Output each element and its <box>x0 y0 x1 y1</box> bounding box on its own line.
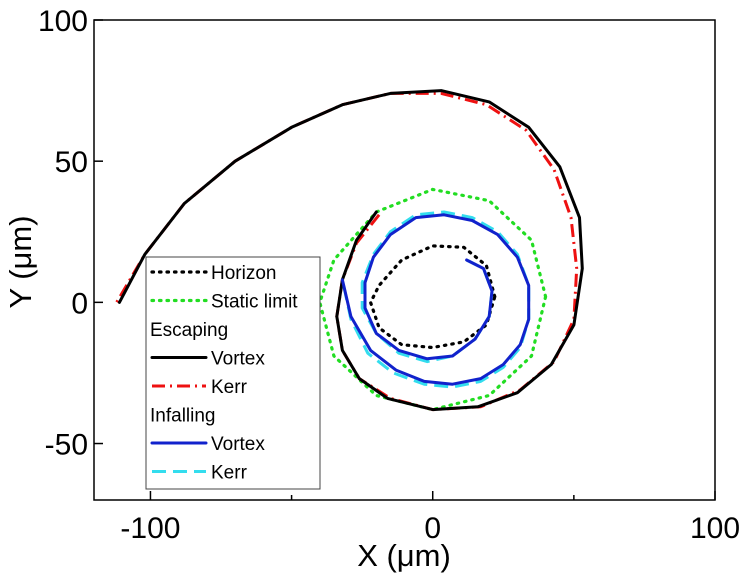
legend-box <box>145 256 321 490</box>
legend-heading: Escaping <box>150 320 228 341</box>
legend-label: Vortex <box>211 349 265 370</box>
legend-label: Kerr <box>211 377 248 398</box>
series-layer <box>115 89 584 412</box>
y-axis-label: Y (μm) <box>3 215 38 308</box>
series-line-infalling-vortex <box>340 213 531 386</box>
legend-label: Static limit <box>211 292 298 313</box>
x-tick-label: -100 <box>120 512 180 545</box>
y-tick-label: 100 <box>38 5 88 38</box>
series-line-horizon <box>369 244 497 350</box>
x-tick-label: 100 <box>690 512 740 545</box>
axes-layer: -100 0 100 -50 0 50 100 <box>38 5 740 545</box>
legend-label: Kerr <box>211 463 248 484</box>
legend-label: Vortex <box>211 434 265 455</box>
series-line-escaping-vortex <box>117 89 584 412</box>
legend-heading: Infalling <box>150 406 216 427</box>
x-tick-label: 0 <box>424 512 441 545</box>
legend-label: Horizon <box>211 263 276 284</box>
y-tick-label: 50 <box>55 146 88 179</box>
y-tick-label: 0 <box>71 287 88 320</box>
plot-frame <box>93 19 716 501</box>
series-line-static-limit <box>318 187 548 412</box>
y-tick-label: -50 <box>45 429 88 462</box>
x-axis-label: X (μm) <box>357 538 451 573</box>
